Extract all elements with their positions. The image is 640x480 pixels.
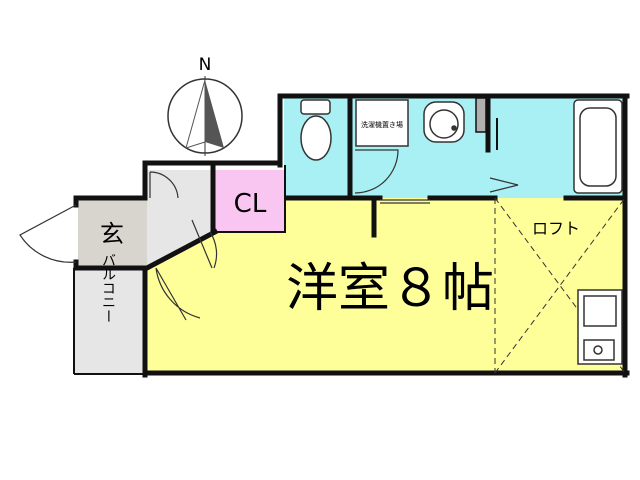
balcony-label: バルコニー — [100, 253, 116, 323]
walls — [73, 93, 630, 378]
hallway — [147, 170, 215, 268]
stove-icon — [577, 289, 623, 365]
washer-space-label: 洗濯機置き場 — [361, 120, 403, 129]
balcony — [75, 268, 147, 373]
closet-label: CL — [234, 189, 267, 219]
closet — [215, 170, 285, 232]
compass-north-label: N — [199, 55, 212, 75]
compass-icon — [167, 76, 243, 156]
door-swing-icon — [19, 149, 519, 321]
toilet-icon — [300, 99, 332, 161]
entrance — [78, 198, 147, 268]
loft-label: ロフト — [532, 219, 580, 238]
sink-icon — [423, 101, 465, 143]
western-room-label: 洋室８帖 — [286, 259, 494, 319]
entrance-label: 玄 — [100, 220, 124, 248]
bathtub-icon — [573, 99, 623, 194]
